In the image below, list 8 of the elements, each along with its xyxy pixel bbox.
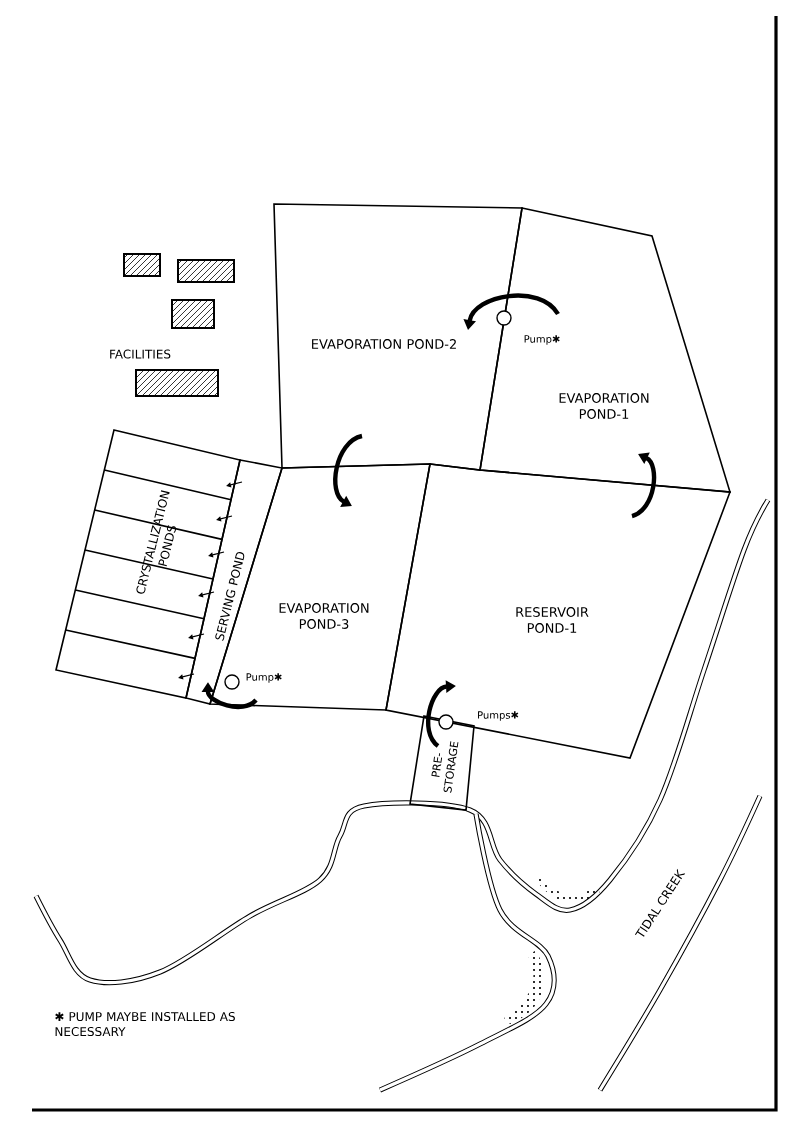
small-arrow: [226, 481, 243, 488]
small-arrow: [198, 591, 215, 598]
small-arrow: [178, 673, 195, 680]
flow-arrow: [631, 452, 657, 519]
small-arrow: [216, 515, 233, 522]
small-arrow: [208, 551, 225, 558]
flow-arrow: [333, 433, 363, 507]
small-arrow: [188, 633, 205, 640]
